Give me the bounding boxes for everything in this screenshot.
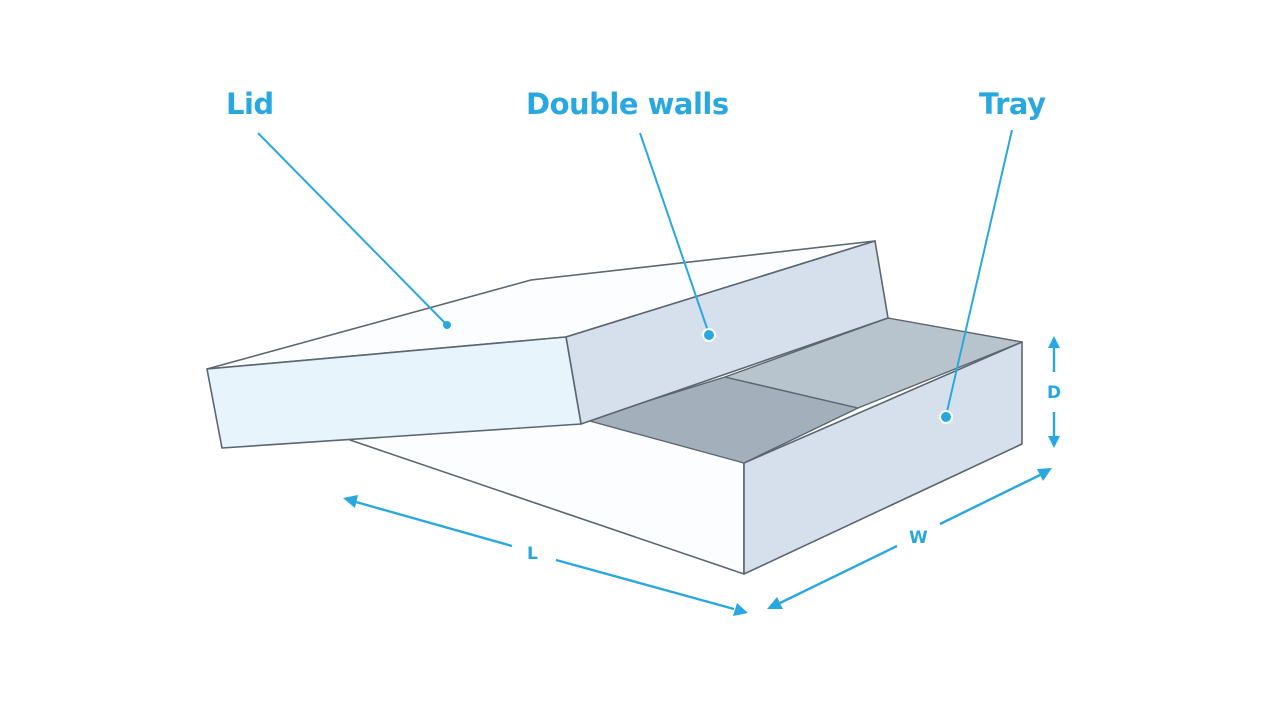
width-arrowhead-left [767, 597, 783, 609]
tray-side-face [743, 341, 1023, 575]
length-arrowhead-left [343, 495, 358, 508]
length-dimension-line-right [555, 558, 735, 611]
width-dimension-line-right [939, 473, 1041, 526]
depth-label: D [1047, 383, 1061, 403]
tray-interior-light [724, 317, 1023, 409]
double-walls-label: Double walls [526, 87, 729, 121]
lid [206, 240, 889, 449]
dimension-arrowheads [343, 336, 1060, 616]
double-walls-leader-line [639, 132, 710, 335]
lid-label: Lid [226, 87, 274, 121]
lid-callout-dot [443, 321, 451, 329]
lid-leader-line [257, 132, 448, 326]
tray-callout-dot [939, 410, 953, 424]
width-label: W [909, 528, 928, 548]
tray-leader-line [945, 129, 1013, 417]
leader-lines [257, 129, 1013, 417]
lid-front-face [206, 336, 582, 449]
length-dimension-line-left [355, 500, 513, 548]
length-label: L [527, 544, 538, 564]
depth-arrowhead-bottom [1048, 436, 1060, 448]
width-arrowhead-right [1037, 468, 1052, 481]
dimension-lines [355, 348, 1056, 611]
depth-arrowhead-top [1048, 336, 1060, 348]
length-arrowhead-right [733, 603, 748, 616]
double-walls-callout-dot [702, 328, 716, 342]
tray-label: Tray [979, 87, 1046, 121]
width-dimension-line-left [779, 544, 898, 605]
